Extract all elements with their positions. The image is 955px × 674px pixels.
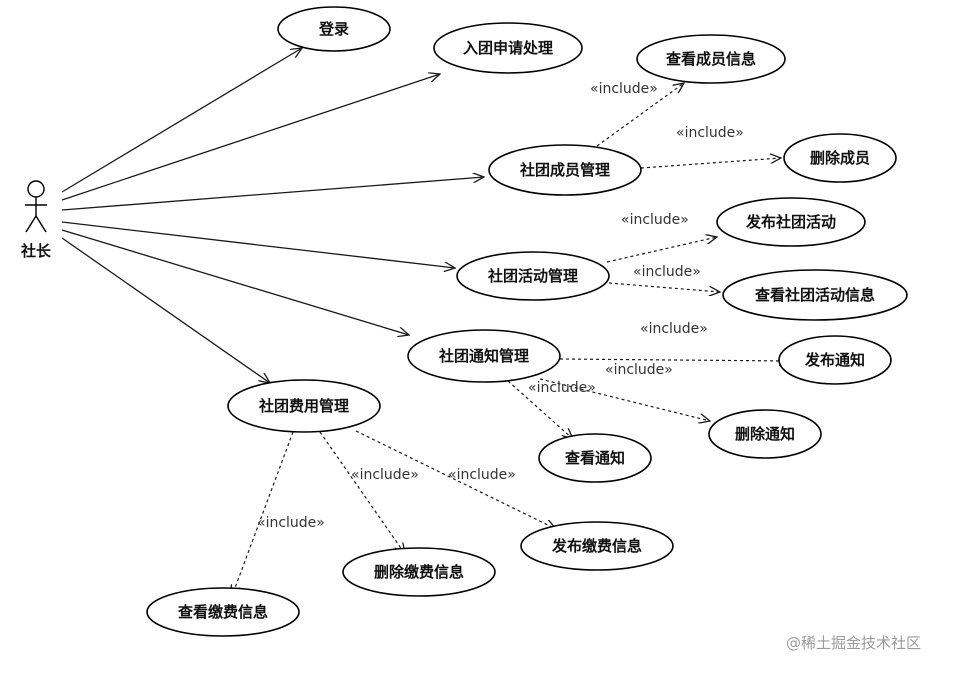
use-case-label: 发布缴费信息 <box>551 537 642 555</box>
use-case-view_activity: 查看社团活动信息 <box>722 269 908 321</box>
use-case-apply: 入团申请处理 <box>433 22 583 74</box>
association-line-member_mgmt <box>61 177 484 211</box>
use-case-view_notice: 查看通知 <box>538 433 652 483</box>
include-line-view_activity <box>608 282 720 292</box>
use-case-ellipse <box>227 379 381 433</box>
use-case-ellipse <box>342 547 496 597</box>
include-labels-layer: «include» «include» «include» «include» «inc… <box>257 81 744 531</box>
use-case-publish_notice: 发布通知 <box>778 335 892 385</box>
use-case-member_mgmt: 社团成员管理 <box>488 144 642 196</box>
use-case-label: 删除缴费信息 <box>374 563 464 581</box>
use-case-label: 查看缴费信息 <box>178 603 268 621</box>
actor-left-leg <box>25 215 37 233</box>
include-label-publish_activity: «include» <box>621 212 689 228</box>
include-label-publish_notice: «include» <box>640 321 708 337</box>
use-case-label: 查看社团活动信息 <box>755 286 875 304</box>
use-case-ellipse <box>538 433 652 483</box>
include-line-delete_notice <box>539 378 710 421</box>
use-case-delete_fee: 删除缴费信息 <box>342 547 496 597</box>
association-line-activity_mgmt <box>61 221 455 268</box>
edges-layer <box>61 48 790 596</box>
actor-right-leg <box>35 215 47 233</box>
use-case-publish_activity: 发布社团活动 <box>716 197 866 247</box>
include-label-delete_notice: «include» <box>605 362 673 378</box>
use-case-ellipse <box>716 197 866 247</box>
include-line-publish_activity <box>606 237 717 263</box>
use-case-label: 发布通知 <box>804 351 865 369</box>
include-line-delete_member <box>640 158 781 169</box>
use-case-ellipse <box>520 521 674 571</box>
include-label-view_activity: «include» <box>633 264 701 280</box>
use-case-label: 社团活动管理 <box>487 267 578 285</box>
use-case-ellipse <box>433 22 583 74</box>
use-case-fee_mgmt: 社团费用管理 <box>227 379 381 433</box>
include-label-view_member: «include» <box>590 81 658 97</box>
include-label-publish_fee: «include» <box>448 467 516 483</box>
use-case-label: 社团成员管理 <box>519 161 610 179</box>
include-line-view_fee <box>232 431 294 596</box>
include-label-view_notice: «include» <box>528 380 596 396</box>
use-case-ellipse <box>722 269 908 321</box>
include-label-delete_member: «include» <box>676 125 744 141</box>
use-case-label: 查看成员信息 <box>666 50 756 68</box>
use-case-label: 登录 <box>318 20 349 38</box>
use-case-ellipse <box>456 251 610 301</box>
include-line-view_notice <box>507 380 573 439</box>
actor-label: 社长 <box>20 242 52 260</box>
use-case-label: 社团费用管理 <box>258 397 349 415</box>
include-line-delete_fee <box>319 431 405 554</box>
use-case-publish_fee: 发布缴费信息 <box>520 521 674 571</box>
include-label-view_fee: «include» <box>257 515 325 531</box>
use-case-label: 社团通知管理 <box>438 347 529 365</box>
include-line-publish_notice <box>559 359 790 361</box>
use-case-login: 登录 <box>277 6 391 52</box>
actor-head <box>27 180 45 198</box>
include-label-delete_fee: «include» <box>351 467 419 483</box>
use-case-ellipse <box>277 6 391 52</box>
use-case-label: 发布社团活动 <box>745 213 836 231</box>
association-line-fee_mgmt <box>61 237 270 383</box>
association-line-apply <box>61 74 440 201</box>
use-case-delete_member: 删除成员 <box>783 133 897 183</box>
use-case-activity_mgmt: 社团活动管理 <box>456 251 610 301</box>
actor: 社长 <box>20 180 52 260</box>
use-case-ellipse <box>783 133 897 183</box>
use-case-delete_notice: 删除通知 <box>708 409 822 459</box>
use-case-label: 删除通知 <box>735 425 795 443</box>
use-case-view_fee: 查看缴费信息 <box>146 587 300 637</box>
watermark: @稀土掘金技术社区 <box>786 634 922 652</box>
association-line-notice_mgmt <box>61 229 409 335</box>
use-case-ellipse <box>708 409 822 459</box>
use-case-ellipse <box>488 144 642 196</box>
use-case-ellipse <box>636 34 786 84</box>
use-case-label: 入团申请处理 <box>463 39 553 57</box>
use-case-label: 删除成员 <box>810 149 870 167</box>
association-line-login <box>61 48 302 193</box>
use-case-ellipse <box>407 329 561 383</box>
use-case-label: 查看通知 <box>565 449 625 467</box>
include-line-publish_fee <box>355 430 556 529</box>
use-case-ellipse <box>146 587 300 637</box>
use-case-notice_mgmt: 社团通知管理 <box>407 329 561 383</box>
use-case-ellipse <box>778 335 892 385</box>
use-case-view_member: 查看成员信息 <box>636 34 786 84</box>
